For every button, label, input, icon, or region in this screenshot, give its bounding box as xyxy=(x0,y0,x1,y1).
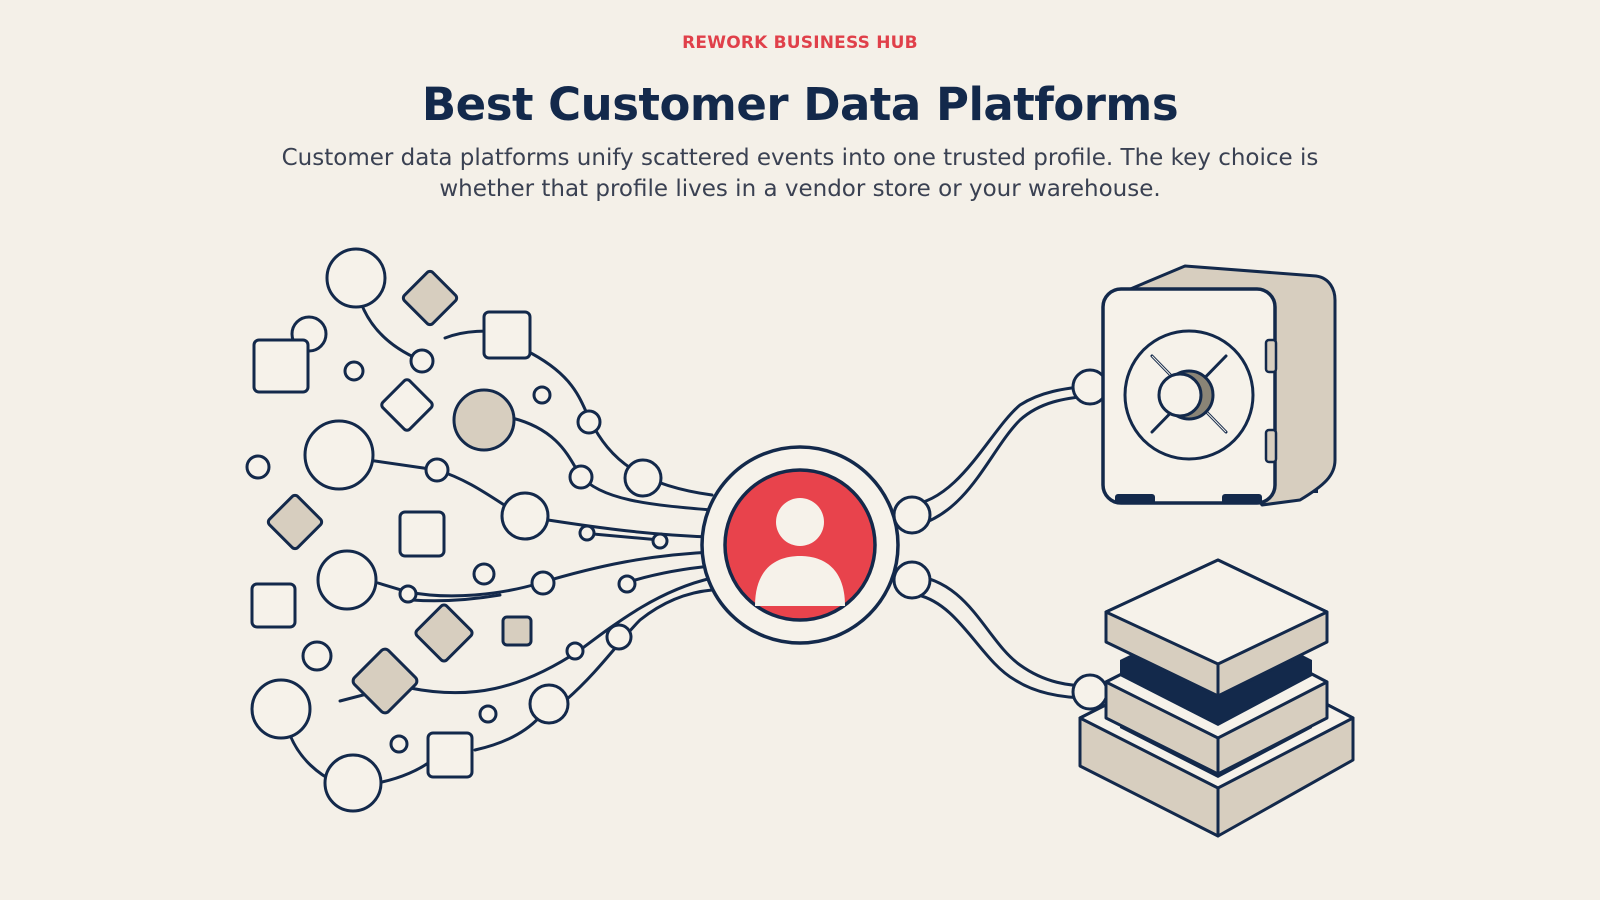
event-node-diamond xyxy=(414,603,474,663)
event-node-circle xyxy=(530,570,556,596)
event-node-circle xyxy=(565,641,585,661)
event-node-square xyxy=(501,615,533,647)
page-subtitle: Customer data platforms unify scattered … xyxy=(281,145,1319,202)
event-node-square xyxy=(398,510,446,558)
vault-safe-icon xyxy=(1101,264,1337,507)
event-node-circle xyxy=(316,549,378,611)
event-node-circle xyxy=(398,584,418,604)
event-node-diamond xyxy=(351,647,419,715)
event-node-circle xyxy=(325,247,387,309)
event-node-circle xyxy=(605,623,633,651)
event-node-square xyxy=(426,731,474,779)
event-node-circle xyxy=(424,457,450,483)
destination-connections xyxy=(892,368,1109,711)
event-node-circle xyxy=(409,348,435,374)
event-node-circle xyxy=(478,704,498,724)
event-node-circle xyxy=(343,360,365,382)
event-node-circle xyxy=(651,532,669,550)
event-node-circle xyxy=(452,388,516,452)
customer-profile-hub xyxy=(700,445,900,645)
event-node-circle xyxy=(617,574,637,594)
event-node-circle xyxy=(303,419,375,491)
event-node-square xyxy=(250,582,297,629)
event-node-circle xyxy=(472,562,496,586)
event-node-circle xyxy=(500,491,550,541)
event-node-diamond xyxy=(266,493,324,551)
customer-profile-icon xyxy=(755,498,845,606)
stacked-database-layers-icon xyxy=(1078,558,1355,838)
event-node-circle xyxy=(301,640,333,672)
event-node-diamond xyxy=(380,378,434,432)
source-event-nodes xyxy=(245,247,669,813)
connector-node xyxy=(1071,673,1109,711)
event-node-circle xyxy=(245,454,271,480)
connector-node xyxy=(892,495,932,535)
event-node-circle xyxy=(323,753,383,813)
brand-label: REWORK BUSINESS HUB xyxy=(682,33,918,53)
event-node-circle xyxy=(576,409,602,435)
event-node-circle xyxy=(532,385,552,405)
event-node-circle xyxy=(389,734,409,754)
connector-node xyxy=(892,560,932,600)
event-node-circle xyxy=(250,678,312,740)
event-node-square xyxy=(482,310,532,360)
page-title: Best Customer Data Platforms xyxy=(421,78,1179,131)
event-node-circle xyxy=(568,464,594,490)
event-node-diamond xyxy=(401,269,459,327)
event-node-square xyxy=(252,338,310,394)
event-node-circle xyxy=(623,458,663,498)
event-node-circle xyxy=(578,524,596,542)
event-node-circle xyxy=(528,683,570,725)
